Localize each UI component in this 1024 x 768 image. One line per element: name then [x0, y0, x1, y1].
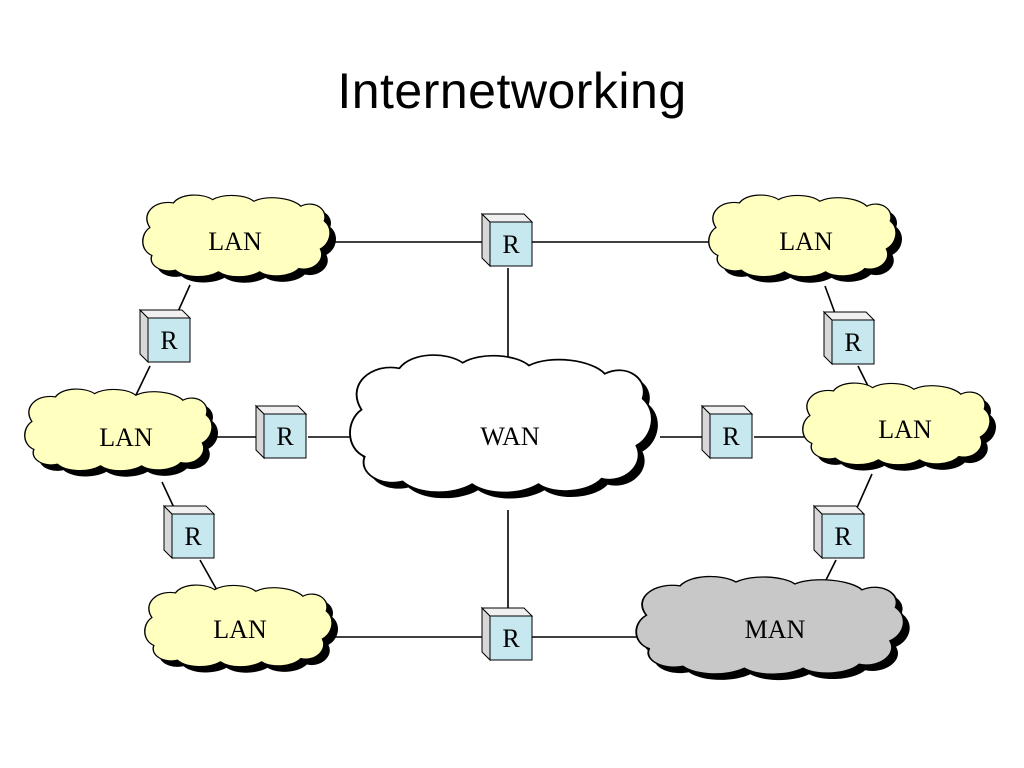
- lan-top-left-cloud: LAN: [142, 194, 336, 283]
- wan-cloud: WAN: [349, 354, 658, 499]
- router-mid-left-label: R: [276, 422, 294, 451]
- router-left-lower: R: [162, 504, 216, 560]
- lan-mid-right-cloud: LAN: [802, 382, 996, 471]
- router-mid-left: R: [254, 404, 308, 460]
- lan-bottom-left-cloud: LAN: [144, 584, 338, 673]
- man-label: MAN: [745, 615, 806, 644]
- router-left-upper: R: [138, 308, 192, 364]
- wan-label: WAN: [480, 422, 539, 451]
- lan-bottom-left-label: LAN: [213, 615, 267, 644]
- lan-mid-left-cloud: LAN: [24, 388, 218, 477]
- router-right-lower-label: R: [834, 522, 852, 551]
- router-right-lower: R: [812, 504, 866, 560]
- router-mid-right: R: [700, 404, 754, 460]
- router-bottom-center-label: R: [502, 624, 520, 653]
- man-cloud: MAN: [635, 575, 910, 681]
- lan-top-right-cloud: LAN: [708, 194, 902, 283]
- router-left-upper-label: R: [160, 326, 178, 355]
- lan-mid-left-label: LAN: [99, 423, 153, 452]
- router-top-center-label: R: [502, 230, 520, 259]
- router-bottom-center: R: [480, 606, 534, 662]
- page-title: Internetworking: [337, 63, 687, 119]
- lan-top-left-label: LAN: [208, 227, 262, 256]
- lan-mid-right-label: LAN: [878, 415, 932, 444]
- router-mid-right-label: R: [722, 422, 740, 451]
- router-right-upper-label: R: [844, 328, 862, 357]
- router-left-lower-label: R: [184, 522, 202, 551]
- router-top-center: R: [480, 212, 534, 268]
- router-right-upper: R: [822, 310, 876, 366]
- lan-top-right-label: LAN: [779, 227, 833, 256]
